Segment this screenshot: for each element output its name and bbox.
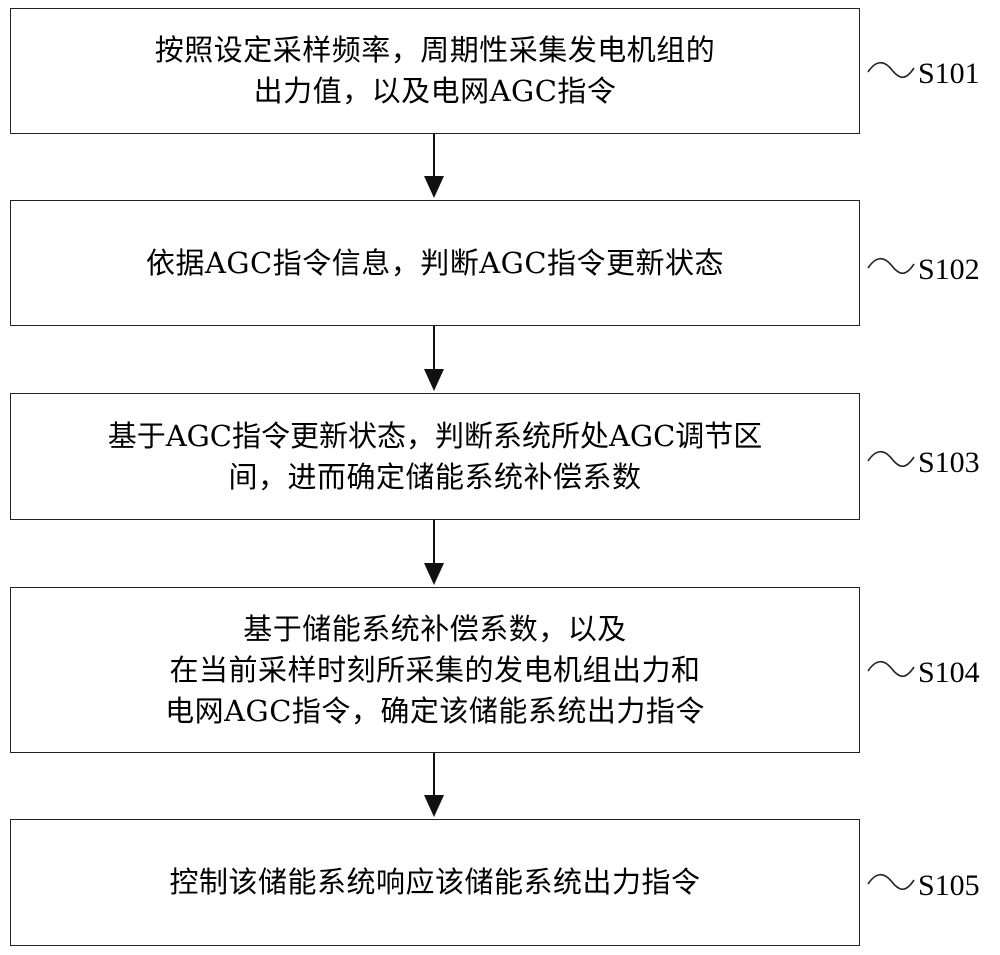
arrow-s101-s102 [424,134,444,198]
step-text-line: 按照设定采样频率，周期性采集发电机组的 [154,33,716,67]
step-label-s101: S101 [918,57,980,90]
step-box-s101: 按照设定采样频率，周期性采集发电机组的 出力值，以及电网AGC指令 [10,8,860,134]
arrow-s104-s105 [424,753,444,817]
step-text-line: 控制该储能系统响应该储能系统出力指令 [169,865,701,899]
step-box-s103: 基于AGC指令更新状态，判断系统所处AGC调节区 间，进而确定储能系统补偿系数 [10,393,860,520]
step-label-s102: S102 [918,253,980,286]
label-tilde-s103 [867,450,915,468]
label-tilde-s102 [867,257,915,275]
step-label-s105: S105 [918,869,980,902]
step-box-s105: 控制该储能系统响应该储能系统出力指令 [10,819,860,946]
label-tilde-s105 [867,873,915,891]
step-text-line: 在当前采样时刻所采集的发电机组出力和 [169,652,701,687]
label-tilde-s104 [867,660,915,678]
step-text-line: 电网AGC指令，确定该储能系统出力指令 [165,693,705,728]
label-tilde-s101 [867,61,915,79]
step-label-s103: S103 [918,446,980,479]
step-box-s104: 基于储能系统补偿系数，以及 在当前采样时刻所采集的发电机组出力和 电网AGC指令… [10,587,860,753]
step-text-line: 基于AGC指令更新状态，判断系统所处AGC调节区 [107,418,763,453]
arrow-s102-s103 [424,326,444,391]
step-text-line: 出力值，以及电网AGC指令 [253,74,617,108]
step-box-s102: 依据AGC指令信息，判断AGC指令更新状态 [10,200,860,326]
arrow-s103-s104 [424,520,444,585]
step-text-line: 依据AGC指令信息，判断AGC指令更新状态 [145,245,725,280]
step-text-line: 间，进而确定储能系统补偿系数 [228,459,642,494]
step-label-s104: S104 [918,656,980,689]
step-text-line: 基于储能系统补偿系数，以及 [243,611,627,646]
